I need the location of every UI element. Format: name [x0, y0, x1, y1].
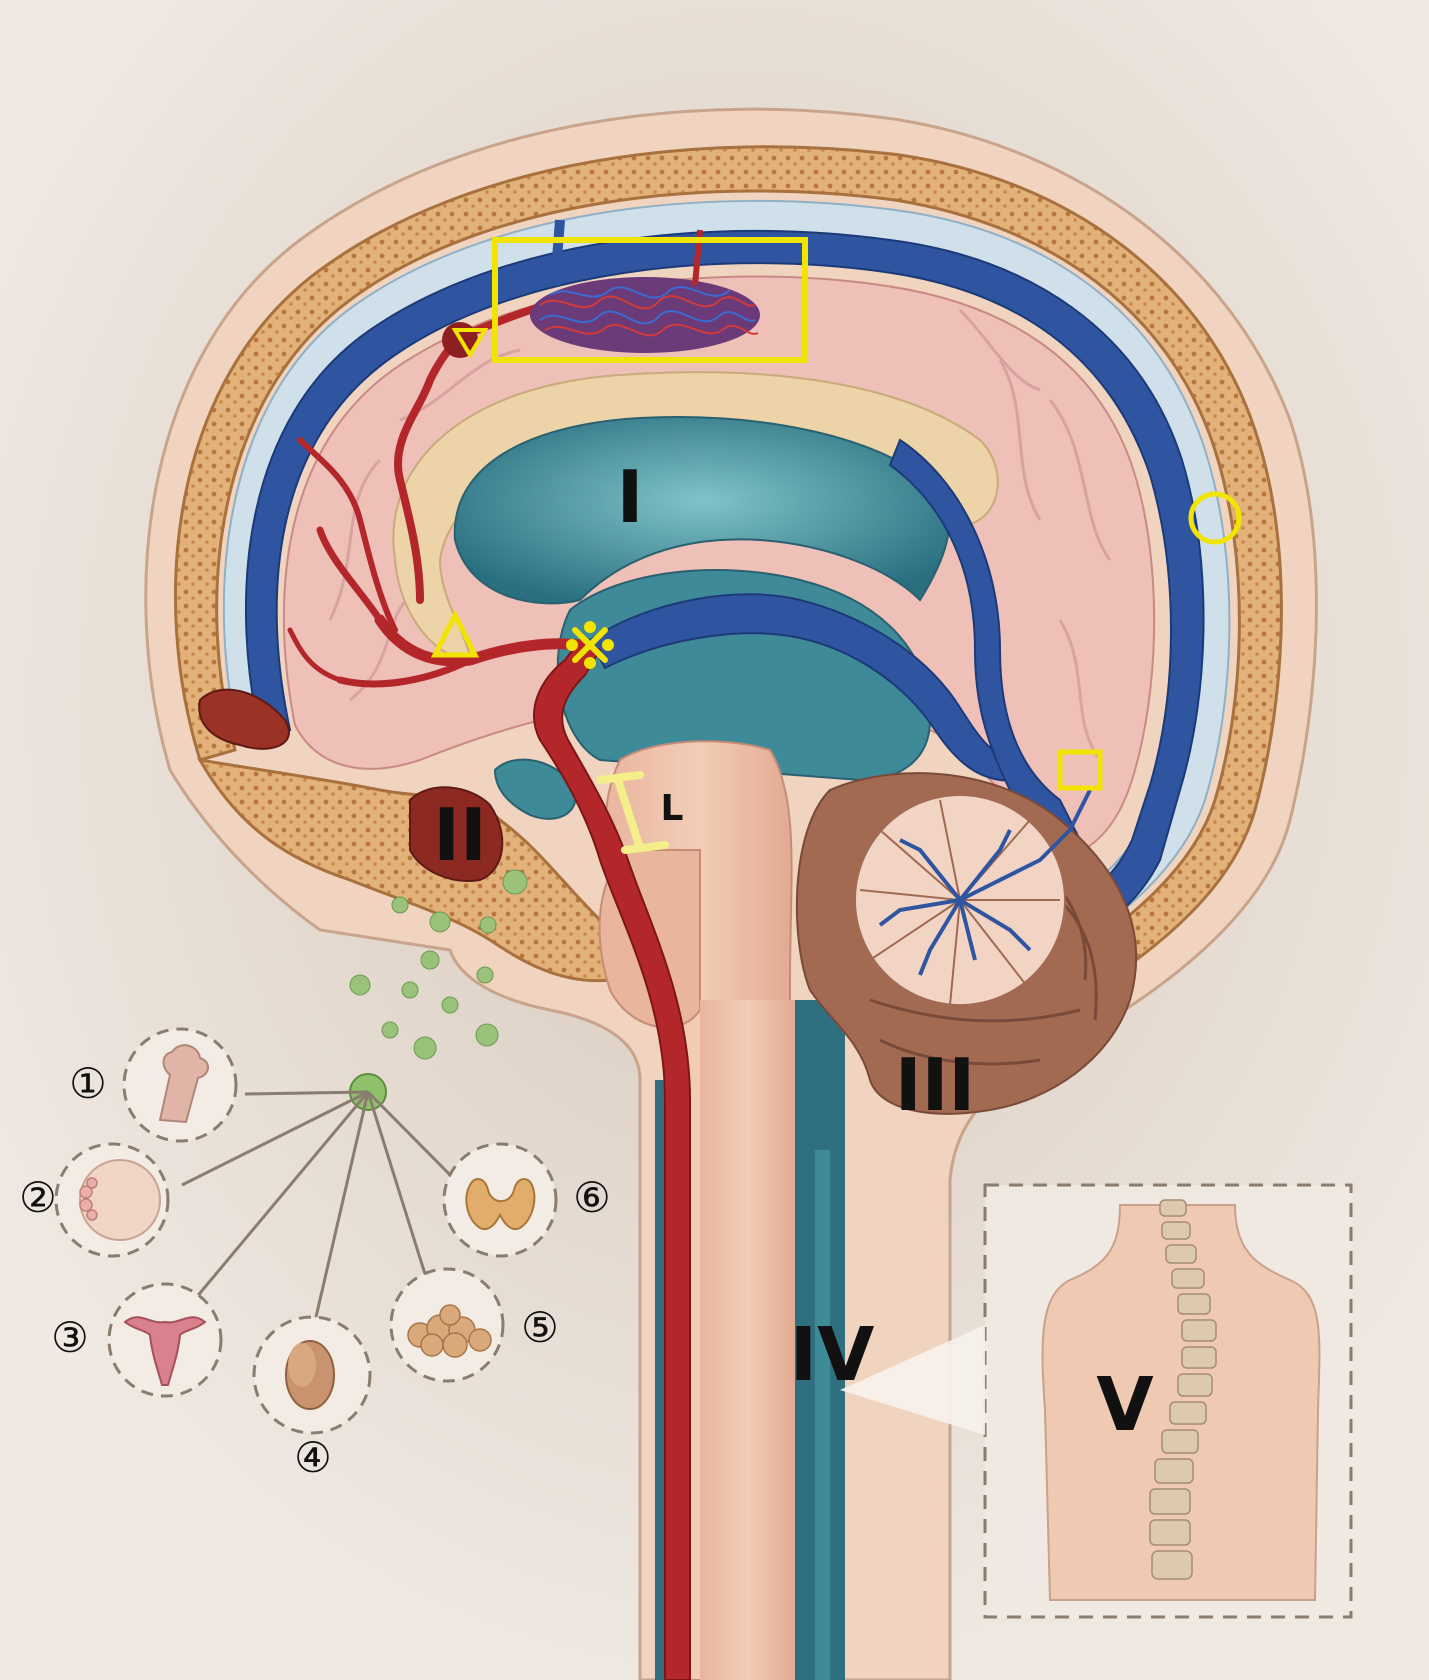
pituitary-region — [409, 786, 504, 882]
callout-breast — [54, 1142, 170, 1258]
spinal-cord — [700, 1000, 795, 1680]
yellow-triangle-marker — [430, 609, 480, 658]
callout-number-6: ⑥ — [573, 1173, 611, 1222]
femur-bone-icon — [158, 1044, 209, 1124]
callout-number-2: ② — [19, 1173, 57, 1222]
yellow-reference-mark — [566, 621, 614, 669]
label-region-III: III — [895, 1043, 975, 1127]
label-region-I: I — [617, 455, 644, 539]
adipose-tissue-icon — [407, 1304, 492, 1358]
callout-uterus — [107, 1282, 223, 1398]
label-region-II: II — [433, 793, 487, 877]
central-canal — [815, 1150, 830, 1680]
yellow-i-beam-marker — [596, 771, 669, 854]
thyroid-icon — [465, 1178, 536, 1231]
callout-adipose — [389, 1267, 505, 1383]
lateral-ventricle — [453, 416, 951, 605]
callout-femur — [122, 1027, 238, 1143]
label-region-IV: IV — [790, 1312, 875, 1398]
magnification-wedge — [840, 1325, 985, 1435]
hormone-particles — [349, 869, 528, 1060]
yellow-circle-marker — [1188, 491, 1242, 545]
callout-number-4: ④ — [294, 1433, 332, 1482]
arbor-vitae — [854, 789, 1092, 1006]
optic-chiasm — [493, 758, 577, 820]
arachnoid-granulation — [530, 219, 760, 353]
testis-icon — [285, 1340, 335, 1410]
breast-icon — [79, 1159, 161, 1241]
callout-number-3: ③ — [51, 1313, 89, 1362]
yellow-square-marker — [1057, 749, 1103, 791]
callout-testis — [252, 1315, 372, 1435]
label-region-V: V — [1096, 1362, 1153, 1448]
hormone-connector-lines — [181, 1090, 467, 1331]
scoliotic-spine — [1149, 1199, 1217, 1580]
label-marker-L: L — [661, 788, 684, 829]
callout-number-1: ① — [69, 1059, 107, 1108]
callout-number-5: ⑤ — [521, 1303, 559, 1352]
cerebellar-folia — [869, 858, 1098, 1066]
frontal-sinus — [198, 688, 290, 750]
spine-inset — [983, 1183, 1353, 1619]
yellow-inverted-triangle-marker — [451, 328, 489, 359]
uterus-icon — [123, 1316, 207, 1386]
callout-thyroid — [442, 1142, 558, 1258]
yellow-rectangle-marker — [492, 237, 808, 363]
